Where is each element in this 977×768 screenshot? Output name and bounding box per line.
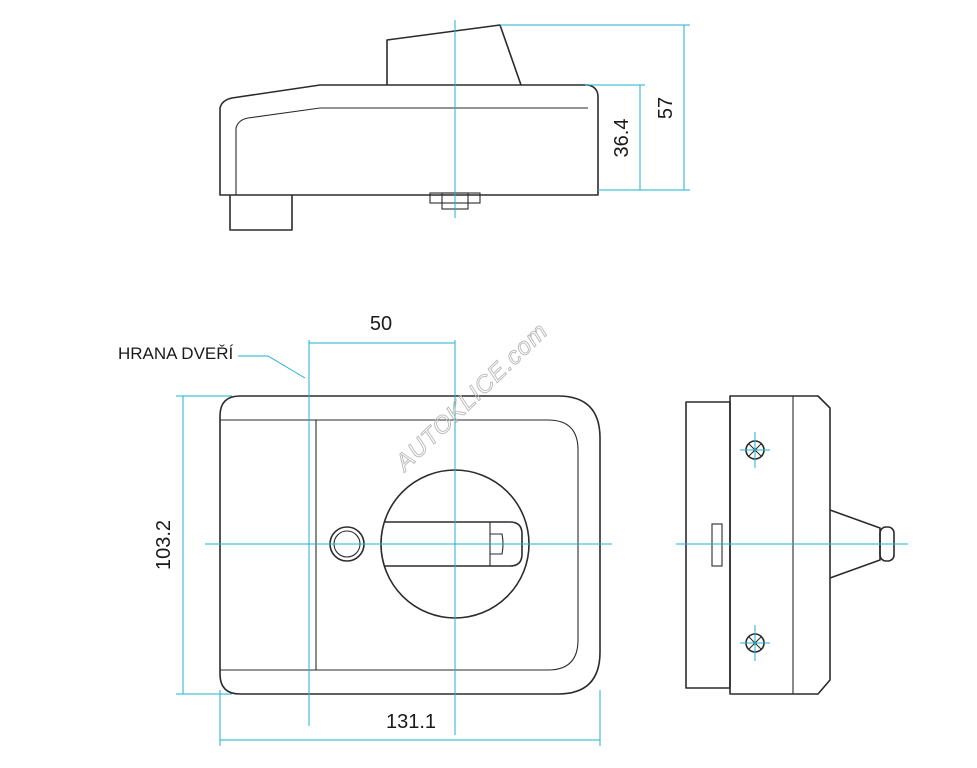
door-edge-label: HRANA DVEŘÍ — [118, 344, 234, 363]
top-view-knob — [386, 24, 522, 86]
side-view — [676, 395, 908, 695]
top-view-tab — [229, 195, 293, 231]
dim-131-label: 131.1 — [386, 711, 436, 733]
top-view: 57 36.4 — [219, 20, 690, 231]
dim-50-label: 50 — [370, 313, 392, 335]
front-view: 50 HRANA DVEŘÍ 103.2 131.1 — [118, 313, 612, 746]
top-view-housing — [219, 84, 599, 196]
side-view-back-plate — [685, 401, 731, 689]
top-view-inner-contour — [235, 107, 588, 195]
dim-103-label: 103.2 — [153, 520, 175, 570]
dim-57-label: 57 — [655, 97, 677, 119]
dim-36-label: 36.4 — [611, 119, 633, 158]
front-view-body — [219, 395, 601, 695]
side-view-body — [729, 395, 831, 695]
watermark: AUTOKLICE.com — [389, 318, 554, 478]
side-view-tab — [711, 523, 723, 567]
front-view-inner-contour — [220, 419, 579, 671]
door-edge-leader — [238, 355, 306, 379]
